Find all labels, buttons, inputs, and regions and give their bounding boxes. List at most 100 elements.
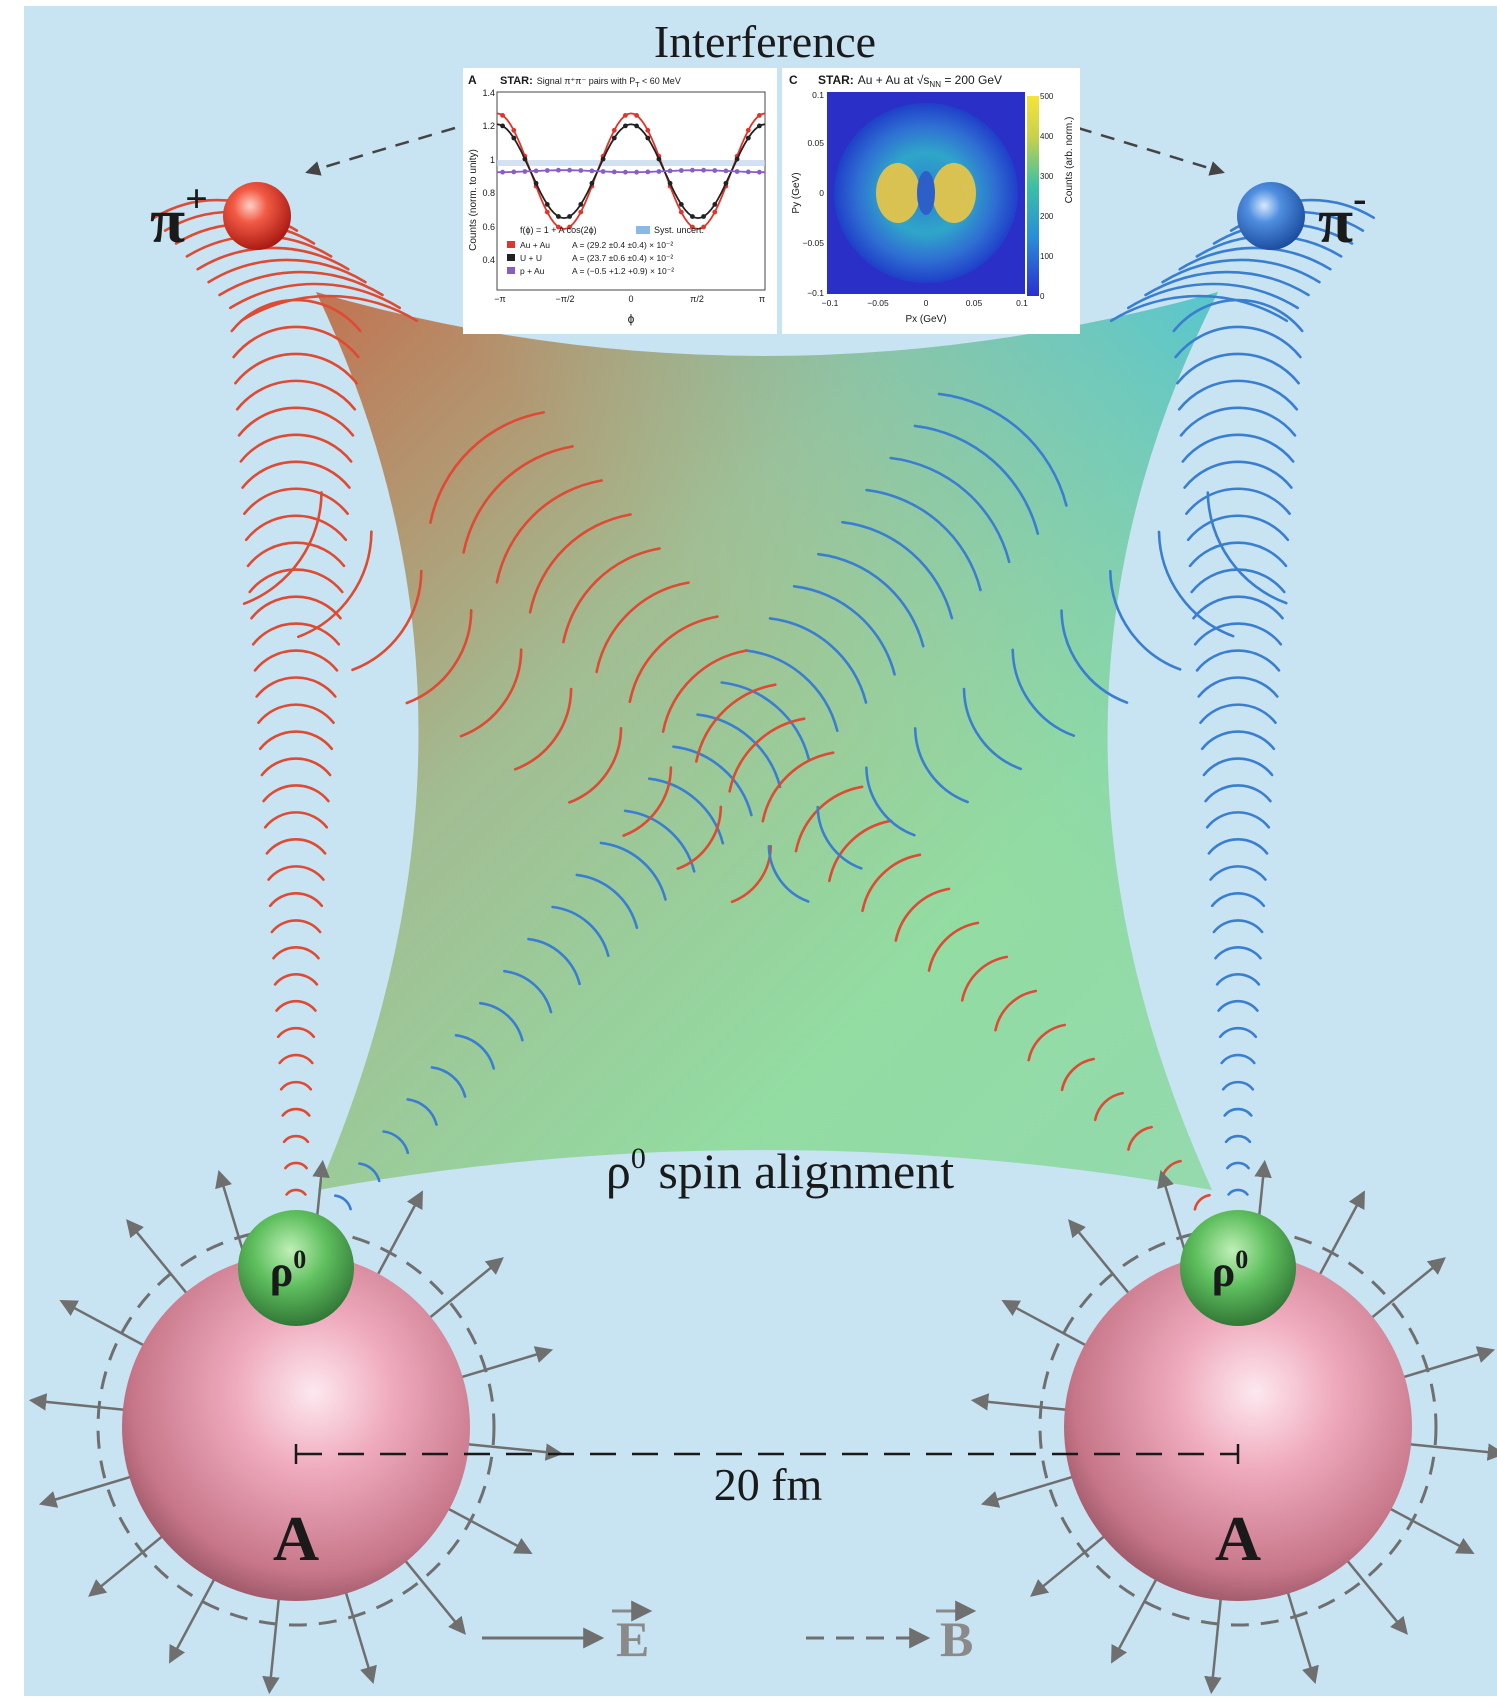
u-u-curve-point — [712, 202, 718, 207]
p-au-curve-point — [745, 169, 751, 175]
wavefront-arc-red — [495, 479, 603, 584]
wavefront-arc-red — [251, 622, 341, 646]
inset-c-colorbar — [1027, 96, 1039, 296]
au-au-curve-point — [634, 113, 639, 118]
wavefront-arc-blue — [1174, 325, 1302, 359]
wavefront-arc-red — [258, 730, 334, 751]
inset-panel-c: C STAR:Au + Au at √sNN = 200 GeV 500 400… — [782, 68, 1080, 334]
inset-c-cbar-tick: 100 — [1040, 252, 1054, 261]
wavefront-arc-red — [244, 514, 348, 542]
wavefront-arc-blue — [937, 392, 1068, 507]
wavefront-arc-red — [246, 541, 346, 568]
inset-a-curves — [496, 112, 766, 230]
wavefront-arc-blue — [1179, 406, 1297, 437]
wavefront-arc-blue — [1127, 282, 1299, 310]
inset-a-background — [463, 68, 777, 334]
u-u-curve-point — [723, 180, 729, 186]
rho-meson-left — [238, 1210, 354, 1326]
rho-meson-right — [1180, 1210, 1296, 1326]
wavefront-arc-red — [260, 757, 332, 777]
inset-c-cbar-tick: 200 — [1040, 212, 1054, 221]
inset-c-y-tick: 0.05 — [807, 138, 824, 148]
wavefront-arc-red — [278, 1053, 314, 1065]
wavefront-arc-red — [828, 819, 893, 883]
p-au-curve-point — [757, 169, 762, 175]
wavefront-arc-red — [297, 530, 373, 639]
inset-c-header: STAR:Au + Au at √sNN = 200 GeV — [818, 73, 1002, 89]
wavefront-arc-red — [284, 1161, 308, 1170]
wavefront-arc-red — [562, 547, 661, 644]
wavefront-arc-blue — [1217, 999, 1259, 1012]
u-u-curve-point — [757, 123, 762, 129]
inset-c-y-ticks: 0.1 0.05 0 −0.05 −0.1 — [802, 90, 824, 298]
u-u-curve-point — [678, 202, 684, 207]
inset-a-legend: Au + Au A = (29.2 ±0.4 ±0.4) × 10⁻² U + … — [507, 240, 674, 276]
u-u-curve-point — [690, 214, 695, 219]
wavefront-arc-blue — [1209, 865, 1267, 881]
wavefront-arc-blue — [1205, 811, 1271, 829]
wavefront-arc-red — [241, 460, 351, 489]
au-au-curve-point — [567, 224, 572, 230]
wavefront-arc-red — [595, 581, 690, 674]
au-au-curve-point — [745, 127, 751, 133]
au-au-curve-point — [690, 224, 695, 230]
p-au-curve-point — [645, 169, 651, 175]
inset-c-x-ticks: −0.1 −0.05 0 0.05 0.1 — [822, 298, 1029, 308]
wavefront-arc-blue — [382, 1130, 410, 1155]
wavefront-arc-red — [281, 1107, 311, 1117]
wavefront-arc-blue — [358, 1162, 381, 1183]
u-u-curve-point — [500, 123, 505, 129]
inset-c-x-tick: 0 — [924, 298, 929, 308]
au-au-curve-point — [500, 113, 505, 118]
wavefront-arc-red — [861, 853, 922, 913]
wavefront-arc-blue — [1218, 1026, 1258, 1039]
wavefront-arc-blue — [1206, 491, 1288, 605]
inset-c-cbar-tick: 300 — [1040, 172, 1054, 181]
wavefront-arc-red — [285, 1188, 307, 1196]
inset-c-x-tick: −0.1 — [822, 298, 839, 308]
spin-alignment-label: ρ0 spin alignment — [606, 1142, 954, 1199]
inset-c-x-tick: 0.05 — [966, 298, 983, 308]
u-u-curve — [496, 123, 766, 220]
wavefront-arc-red — [1027, 1023, 1066, 1062]
wavefront-arc-blue — [647, 777, 725, 845]
inset-c-cbar-ticks: 500 400 300 200 100 0 — [1040, 92, 1054, 301]
wavefront-arc-red — [275, 999, 317, 1012]
wavefront-arc-blue — [672, 745, 753, 817]
p-au-curve — [497, 169, 765, 174]
wavefront-arc-blue — [1186, 514, 1290, 542]
interference-arrow-left — [305, 126, 456, 176]
wavefront-arc-red — [960, 955, 1009, 1002]
wavefront-arc-blue — [478, 1001, 524, 1042]
p-au-curve-point — [623, 169, 628, 175]
pi-plus-label: π+ — [150, 176, 208, 256]
inset-a-x-tick: π — [759, 294, 765, 304]
wavefront-arc-red — [242, 491, 323, 605]
au-au-curve — [496, 112, 766, 230]
inset-a-x-tick: 0 — [628, 294, 633, 304]
wavefront-arc-red — [994, 989, 1038, 1032]
inset-a-x-title: ϕ — [628, 312, 635, 326]
wavefront-arc-red — [248, 568, 344, 594]
nucleus-label-left: A — [273, 1503, 319, 1574]
wavefront-arc-red — [1093, 1091, 1124, 1122]
p-au-curve-point — [634, 169, 639, 175]
au-au-curve-point — [578, 209, 584, 215]
inset-a-fit-label: f(ϕ) = 1 + A cos(2ϕ) — [520, 225, 597, 235]
wavefront-arc-red — [761, 751, 835, 823]
inset-c-x-tick: −0.05 — [867, 298, 889, 308]
wavefront-arc-red — [263, 811, 329, 829]
wavefront-arc-blue — [1181, 433, 1295, 463]
inset-a-y-tick: 0.4 — [482, 255, 495, 265]
inset-c-y-tick: −0.05 — [802, 238, 824, 248]
wavefront-arc-blue — [889, 456, 1011, 564]
u-u-curve-point — [522, 156, 528, 162]
p-au-curve-point — [533, 168, 539, 174]
inset-c-heatmap-lobe-right — [932, 163, 976, 223]
wavefront-arc-red — [239, 433, 353, 463]
p-au-curve-point — [511, 169, 517, 175]
inset-c-y-title: Py (GeV) — [791, 172, 802, 213]
inset-a-y-tick: 0.8 — [482, 188, 495, 198]
inset-a-x-ticks: −π −π/2 0 π/2 π — [494, 294, 765, 304]
inset-a-legend-value: A = (23.7 ±0.6 ±0.4) × 10⁻² — [572, 253, 673, 263]
